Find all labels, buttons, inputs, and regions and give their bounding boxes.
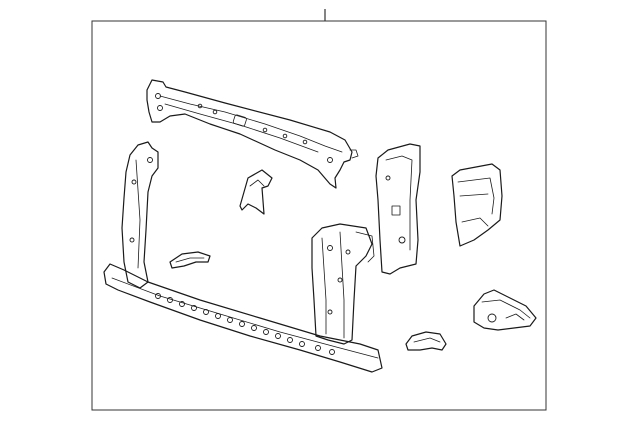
diagram-frame bbox=[91, 20, 547, 411]
radiator-support-frame[interactable] bbox=[103, 141, 383, 373]
lower-mount-bracket[interactable] bbox=[473, 289, 537, 331]
upper-tie-bar[interactable] bbox=[146, 79, 359, 189]
side-panel[interactable] bbox=[451, 163, 503, 247]
small-clip[interactable] bbox=[405, 331, 447, 351]
lower-bracket[interactable] bbox=[169, 251, 211, 269]
air-deflector[interactable] bbox=[239, 169, 273, 215]
side-member-right[interactable] bbox=[375, 143, 421, 275]
